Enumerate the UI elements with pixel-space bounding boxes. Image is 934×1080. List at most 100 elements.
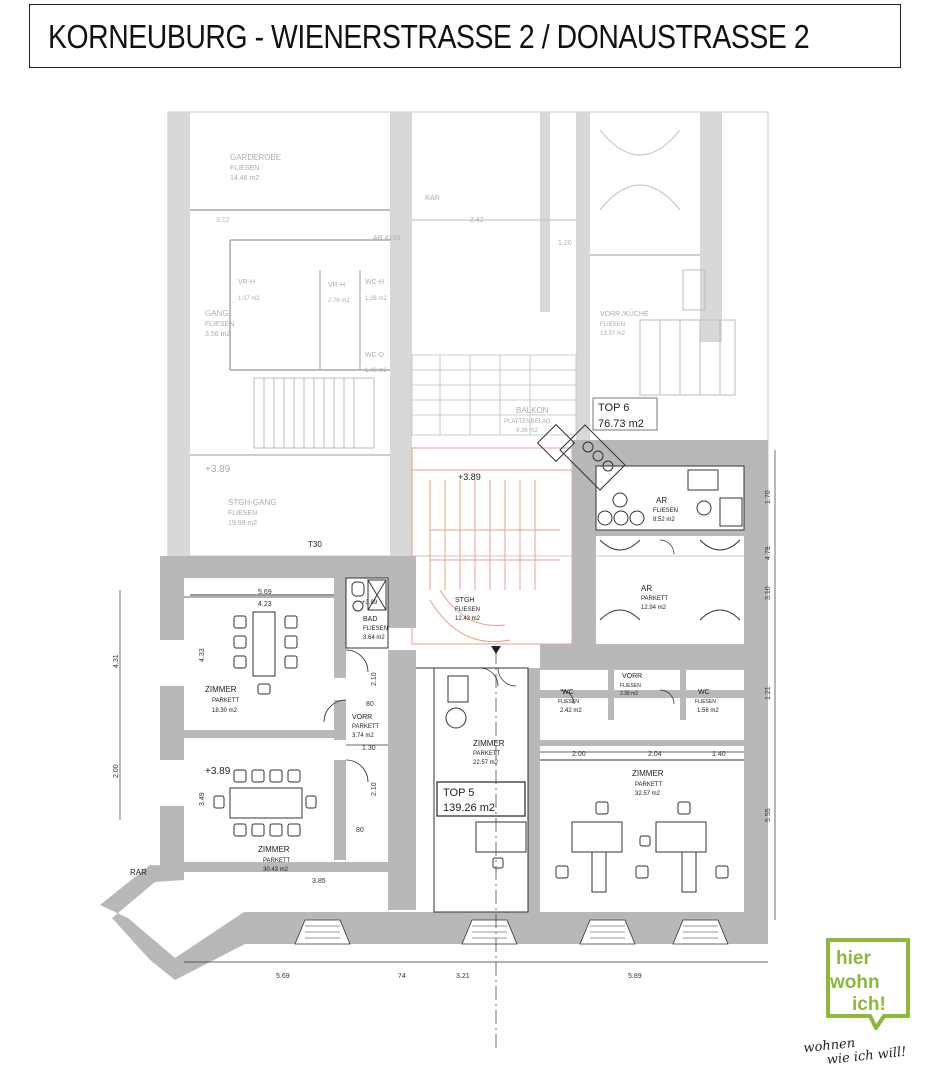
- room-label-stgh-gang: STGH-GANG: [228, 498, 276, 507]
- dim-140: 1.40: [712, 751, 726, 758]
- dim-210a: 2.10: [371, 672, 378, 686]
- dimension-lines: [119, 450, 776, 963]
- dim-349: 3.49: [199, 792, 206, 806]
- room-label-zimmer-03: ZIMMER: [632, 769, 664, 778]
- room-area-zimmer-01: 18.30 m2: [212, 708, 238, 714]
- room-area-zimmer-03: 32.57 m2: [635, 791, 661, 797]
- room-area-ar-lower: 12.94 m2: [641, 605, 667, 611]
- dim-170: 1.70: [765, 490, 772, 504]
- room-area-vorr-left: 3.74 m2: [352, 733, 374, 739]
- dim-479: 4.79: [765, 546, 772, 560]
- room-floor-stgh: FLIESEN: [455, 607, 480, 613]
- dim-589: 5.89: [628, 973, 642, 980]
- room-area-ar-upper: 8.52 m2: [653, 517, 675, 523]
- room-area-wc-b: 1.56 m2: [697, 708, 719, 714]
- furniture-zimmer-01: [233, 611, 298, 695]
- logo-line-2: wohn: [829, 972, 880, 993]
- annotation-t30: T30: [308, 540, 322, 549]
- dim-200b: 2.00: [572, 751, 586, 758]
- room-label-vorr-kueche: VORR./KÜCHE: [600, 310, 649, 318]
- dimension-labels: 5.69 4.23 4.33 4.31 2.00 3.49 3.85 5.69 …: [113, 490, 772, 980]
- room-floor-ar-upper: FLIESEN: [653, 508, 678, 514]
- logo-line-1: hier: [836, 948, 871, 969]
- furniture-zimmer-lower: [213, 769, 317, 837]
- room-label-balkon: BALKON: [516, 406, 549, 415]
- room-floor-zimmer-01: PARKETT: [212, 698, 240, 704]
- dim-385: 3.85: [312, 878, 326, 885]
- dim-120: 1.20: [558, 240, 572, 247]
- title-box: KORNEUBURG - WIENERSTRASSE 2 / DONAUSTRA…: [29, 4, 901, 68]
- furniture-zimmer-03: [555, 801, 729, 893]
- room-floor-gang: FLIESEN: [205, 321, 234, 328]
- room-label-vorr-left: VORR: [352, 714, 372, 721]
- room-floor-bad: FLIESEN: [363, 626, 388, 632]
- dim-80b: 80: [356, 827, 364, 834]
- hier-wohn-ich-logo: hier wohn ich!: [826, 938, 910, 1030]
- room-area-vorr-kueche: 13.37 m2: [600, 331, 626, 337]
- room-floor-balkon: PLATTENBELAG: [504, 419, 551, 425]
- room-floor-stgh-gang: FLIESEN: [228, 510, 257, 517]
- furniture-ar: [536, 423, 743, 621]
- room-label-bad: BAD: [363, 616, 377, 623]
- window-sill-lines: [305, 925, 718, 939]
- room-floor-ar-lower: PARKETT: [641, 596, 669, 602]
- room-area-balkon: 9.36 m2: [516, 428, 538, 434]
- dim-423: 4.23: [258, 601, 272, 608]
- dim-200: 2.00: [113, 764, 120, 778]
- room-floor-wc-a: FLIESEN: [558, 699, 579, 705]
- room-area-zimmer-lower: 30.43 m2: [263, 867, 289, 873]
- room-label-vr-h2: VR-H: [328, 282, 345, 289]
- room-area-stgh-gang: 19.99 m2: [228, 520, 257, 527]
- room-area-vorr-right: 2.38 m2: [620, 691, 638, 697]
- dim-569b: 5.69: [276, 973, 290, 980]
- room-area-wc-d: 1.48 m2: [365, 368, 387, 374]
- dim-431: 4.31: [113, 654, 120, 668]
- dim-80a: 80: [366, 701, 374, 708]
- page-title: KORNEUBURG - WIENERSTRASSE 2 / DONAUSTRA…: [48, 18, 810, 55]
- dim-210b: 2.10: [371, 782, 378, 796]
- room-area-vr-h2: 2.76 m2: [328, 298, 350, 304]
- top6-area: 76.73 m2: [598, 418, 644, 430]
- room-floor-vorr-left: PARKETT: [352, 724, 380, 730]
- room-floor-vorr-right: FLIESEN: [620, 683, 641, 689]
- room-label-ar-upper: AR: [656, 496, 667, 505]
- dim-310: 3.10: [765, 586, 772, 600]
- room-area-bad: 3.64 m2: [363, 635, 385, 641]
- staircase: [411, 447, 573, 645]
- annotation-rar: RAR: [130, 868, 147, 877]
- room-label-zimmer-01: ZIMMER: [205, 685, 237, 694]
- axis-arrow: [491, 646, 501, 654]
- room-area-stgh: 12.43 m2: [455, 616, 481, 622]
- room-label-zimmer-02: ZIMMER: [473, 739, 505, 748]
- room-label-vorr-right: VORR: [622, 673, 642, 680]
- top6-box: TOP 6 76.73 m2: [592, 397, 658, 431]
- dim-569a: 5.69: [258, 589, 272, 596]
- dim-130: 1.30: [362, 745, 376, 752]
- dim-555: 5.55: [765, 808, 772, 822]
- room-area-vr-h: 1.37 m2: [238, 296, 260, 302]
- room-label-zimmer-lower: ZIMMER: [258, 845, 290, 854]
- room-area-zimmer-02: 22.57 m2: [473, 760, 499, 766]
- bad-fixtures: [351, 579, 387, 612]
- dim-342: 3.42: [470, 217, 484, 224]
- room-area-wc-a: 2.42 m2: [560, 708, 582, 714]
- logo-line-3: ich!: [852, 994, 886, 1015]
- annotation-ar150: AR #150: [373, 235, 400, 242]
- top5-area: 139.26 m2: [443, 802, 495, 814]
- room-label-gang: GANG: [205, 309, 229, 318]
- room-label-wc-h: WC-H: [365, 279, 384, 286]
- top5-box: TOP 5 139.26 m2: [436, 781, 526, 817]
- room-floor-vorr-kueche: FLIESEN: [600, 322, 625, 328]
- furniture-zimmer-02: [445, 675, 527, 869]
- doors: [323, 539, 675, 783]
- top6-label: TOP 6: [598, 402, 629, 414]
- level-mark-4: +3.89: [362, 600, 378, 606]
- room-label-stgh: STGH: [455, 597, 474, 604]
- room-label-wc-d: WC-D: [365, 352, 384, 359]
- room-area-garderobe: 14.46 m2: [230, 175, 259, 182]
- top5-label: TOP 5: [443, 787, 474, 799]
- room-label-wc-a: WC: [562, 689, 574, 696]
- room-floor-zimmer-02: PARKETT: [473, 751, 501, 757]
- level-mark-1: +3.89: [205, 464, 231, 475]
